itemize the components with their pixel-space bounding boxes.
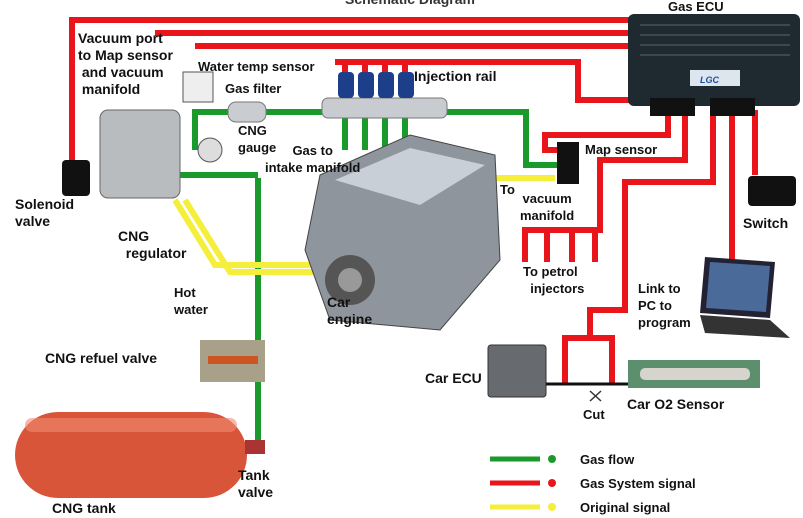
gas-system-signal-wires — [69, 17, 758, 385]
cng-regulator — [62, 109, 223, 199]
car-engine — [304, 134, 501, 331]
petrol-injector-wire — [522, 110, 688, 262]
o2-wire — [562, 110, 716, 385]
legend-original-dot — [548, 503, 556, 511]
gas-filter-label: Gas filter — [225, 81, 282, 96]
gas-flow-lines — [175, 109, 560, 445]
cng-tank-label: CNG tank — [52, 500, 116, 516]
cng-gauge — [197, 137, 223, 163]
legend-gas-flow-label: Gas flow — [580, 452, 635, 467]
injection-rail-label: Injection rail — [414, 68, 497, 84]
laptop — [700, 257, 790, 338]
injector-stubs — [342, 62, 408, 75]
gas-filter — [227, 101, 267, 123]
injection-rail — [321, 72, 448, 119]
cng-regulator-label: CNG regulator — [118, 228, 187, 261]
car-o2-sensor-label: Car O2 Sensor — [627, 396, 725, 412]
car-engine-label: Car engine — [327, 294, 373, 327]
original-signal-lines — [172, 175, 555, 275]
tank-valve — [245, 440, 265, 454]
map-sensor — [557, 142, 579, 184]
gas-ecu-label: Gas ECU — [668, 0, 724, 14]
cng-refuel-valve — [200, 340, 265, 382]
legend-signal-dot — [548, 479, 556, 487]
cng-refuel-valve-label: CNG refuel valve — [45, 350, 158, 366]
water-temp-sensor — [182, 71, 214, 103]
vacuum-port-label: Vacuum port to Map sensor and vacuum man… — [78, 30, 173, 97]
solenoid-valve — [62, 160, 90, 196]
hot-water-lines — [172, 198, 330, 275]
map-sensor-wire — [542, 110, 671, 153]
car-ecu-label: Car ECU — [425, 370, 482, 386]
gas-line-filter — [192, 109, 330, 150]
to-petrol-injectors-label: To petrol injectors — [523, 264, 585, 296]
gas-line-map — [445, 109, 560, 168]
to-vacuum-manifold-label: vacuum manifold — [520, 191, 575, 223]
link-to-pc-label: Link to PC to program — [638, 281, 691, 330]
map-sensor-label: Map sensor — [585, 142, 658, 157]
cng-tank — [15, 412, 265, 498]
to-label: To — [500, 182, 515, 197]
car-ecu — [487, 344, 547, 398]
solenoid-valve-label: Solenoid valve — [15, 196, 75, 229]
title-fragment: Schematic Diagram — [345, 0, 475, 8]
legend-signal-label: Gas System signal — [580, 476, 696, 491]
car-o2-sensor — [628, 360, 760, 388]
legend-original-label: Original signal — [580, 500, 671, 515]
solenoid-wire — [69, 17, 640, 175]
cut-label: Cut — [583, 407, 605, 422]
cng-gauge-label: CNG gauge — [238, 123, 277, 155]
legend-gas-flow-dot — [548, 455, 556, 463]
gas-to-intake-lines — [342, 110, 408, 150]
injector-wire — [335, 59, 630, 103]
switch-label: Switch — [743, 215, 789, 231]
legend-swatches — [490, 455, 556, 511]
hot-water-label: Hot water — [174, 285, 208, 317]
ecu-logo: LGC — [700, 75, 719, 85]
water-temp-sensor-label: Water temp sensor — [198, 59, 315, 74]
switch[interactable] — [748, 176, 796, 206]
tank-valve-label: Tank valve — [238, 467, 274, 500]
gas-to-intake-label: Gas to intake manifold — [265, 143, 361, 175]
cut-mark — [589, 390, 602, 402]
gas-ecu — [628, 14, 800, 116]
